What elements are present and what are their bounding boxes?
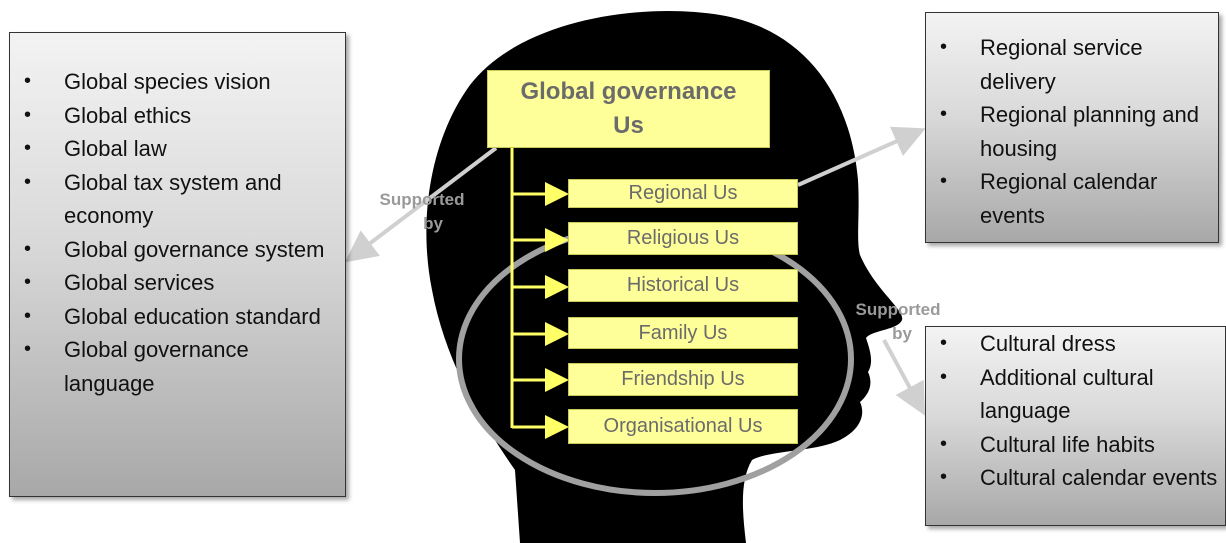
list-item: Global species vision: [10, 65, 345, 99]
cultural-list: Cultural dress Additional cultural langu…: [926, 327, 1225, 495]
connector-bottom-right: [882, 339, 925, 416]
group-family-us: Family Us: [568, 317, 798, 349]
title-line-1: Global governance: [520, 78, 737, 105]
connector-left: [344, 146, 498, 263]
cultural-box: Cultural dress Additional cultural langu…: [925, 326, 1226, 526]
group-historical-us: Historical Us: [568, 269, 798, 302]
list-item: Regional planning and housing: [926, 98, 1218, 165]
list-item: Cultural dress: [926, 327, 1225, 361]
supported-by-left-line-1: Supported: [379, 190, 465, 209]
list-item: Global education standard: [10, 300, 345, 334]
supported-by-right-line-2: by: [892, 324, 912, 343]
list-item: Global services: [10, 266, 345, 300]
list-item: Cultural life habits: [926, 428, 1225, 462]
group-regional-us: Regional Us: [568, 179, 798, 208]
list-item: Global governance system: [10, 233, 345, 267]
regional-box: Regional service delivery Regional plann…: [925, 12, 1219, 243]
list-item: Regional service delivery: [926, 31, 1218, 98]
global-governance-list: Global species vision Global ethics Glob…: [10, 65, 345, 400]
title-line-2: Us: [613, 112, 644, 139]
list-item: Global governance language: [10, 333, 345, 400]
group-organisational-us: Organisational Us: [568, 409, 798, 444]
global-governance-title-box: Global governance Us: [487, 70, 770, 148]
global-governance-box: Global species vision Global ethics Glob…: [9, 32, 346, 497]
regional-list: Regional service delivery Regional plann…: [926, 31, 1218, 232]
list-item: Global law: [10, 132, 345, 166]
list-item: Global ethics: [10, 99, 345, 133]
supported-by-right-line-1: Supported: [855, 300, 941, 319]
list-item: Regional calendar events: [926, 165, 1218, 232]
list-item: Cultural calendar events: [926, 461, 1225, 495]
connector-top-right: [797, 126, 926, 187]
supported-by-left: Supported by: [362, 188, 482, 236]
group-friendship-us: Friendship Us: [568, 363, 798, 396]
list-item: Global tax system and economy: [10, 166, 345, 233]
list-item: Additional cultural language: [926, 361, 1225, 428]
supported-by-right: Supported by: [838, 298, 958, 346]
group-religious-us: Religious Us: [568, 222, 798, 255]
supported-by-left-line-2: by: [423, 214, 443, 233]
